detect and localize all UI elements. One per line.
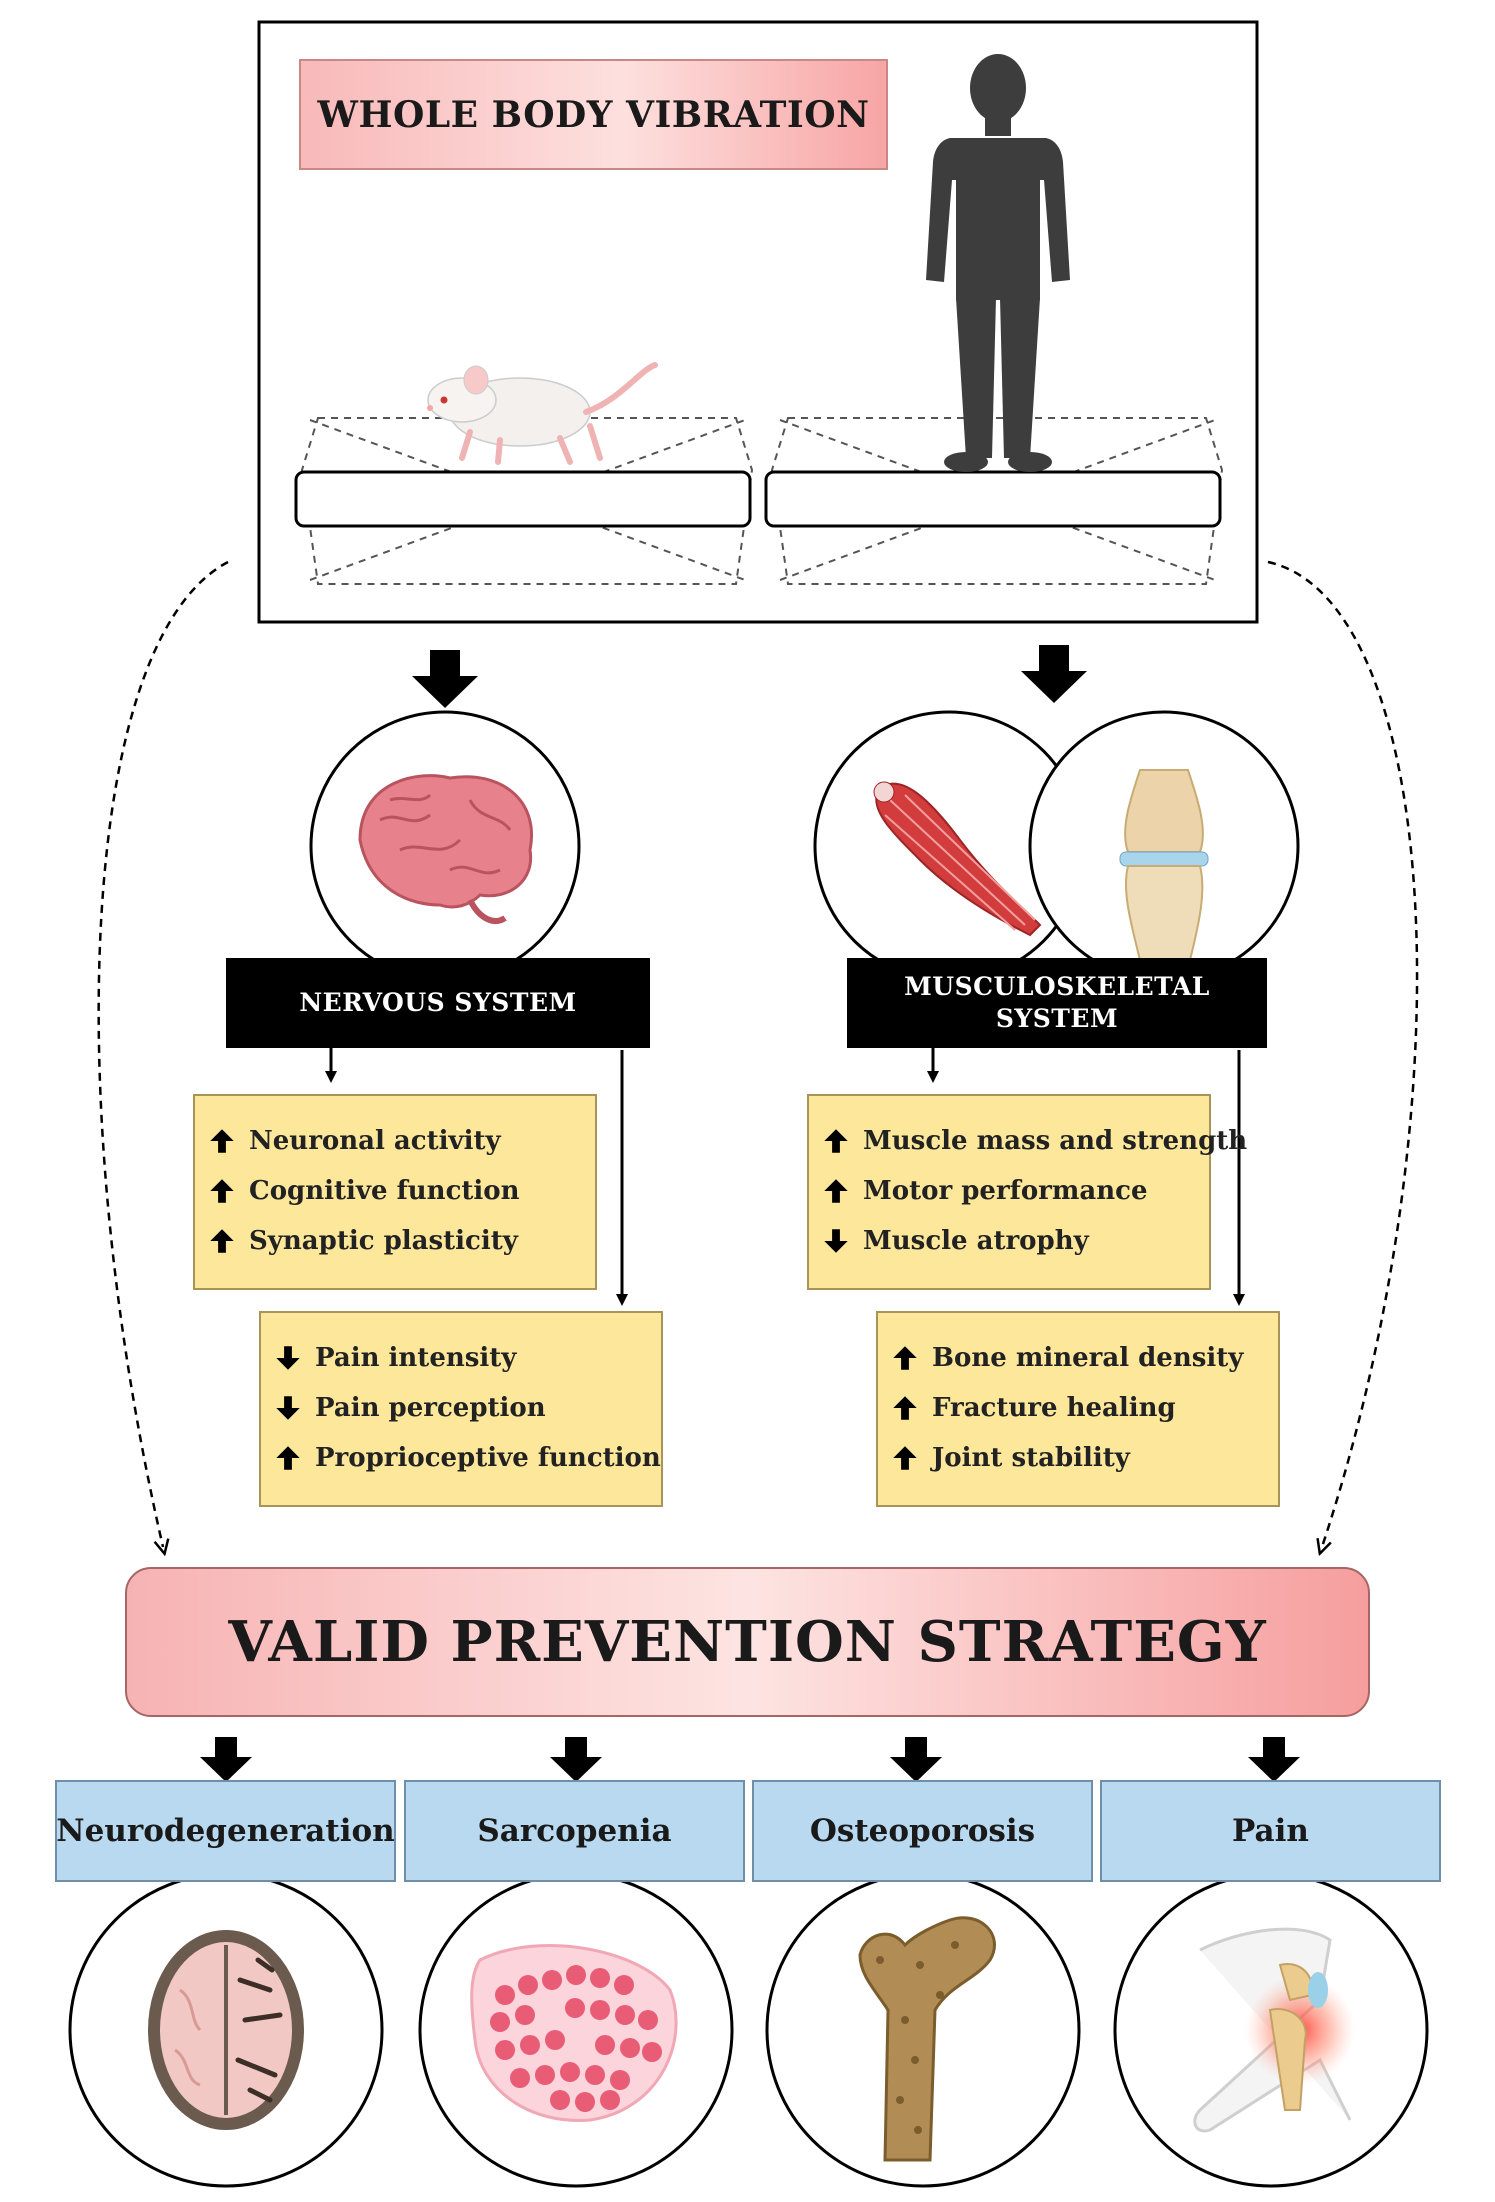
effect-item-text: Fracture healing [932, 1393, 1176, 1423]
musculoskeletal-system-label: MUSCULOSKELETAL SYSTEM [847, 958, 1267, 1048]
effect-item: Muscle mass and strength [823, 1116, 1247, 1166]
effect-item-text: Synaptic plasticity [249, 1226, 518, 1256]
effect-item-text: Neuronal activity [249, 1126, 501, 1156]
musculoskeletal-label-line1: MUSCULOSKELETAL [904, 971, 1210, 1001]
nervous-system-label-text: NERVOUS SYSTEM [299, 987, 577, 1017]
knee-joint-icon [1119, 769, 1209, 961]
arrow-to-sarcopenia-icon [550, 1737, 602, 1782]
effect-item-text: Joint stability [932, 1443, 1130, 1473]
valid-prevention-strategy-banner: VALID PREVENTION STRATEGY [125, 1567, 1370, 1717]
effect-item-text: Proprioceptive function [315, 1443, 661, 1473]
femur-bone-icon [858, 1916, 996, 2162]
arrow-down-icon [823, 1228, 849, 1254]
condition-pain: Pain [1100, 1780, 1441, 1882]
arrow-up-icon [209, 1178, 235, 1204]
effect-item: Fracture healing [892, 1383, 1264, 1433]
effect-item-text: Cognitive function [249, 1176, 520, 1206]
human-silhouette-icon [926, 54, 1070, 472]
arrow-up-icon [275, 1445, 301, 1471]
effect-item: Joint stability [892, 1433, 1264, 1483]
condition-neurodegeneration: Neurodegeneration [55, 1780, 396, 1882]
effect-item: Cognitive function [209, 1166, 581, 1216]
effect-item: Motor performance [823, 1166, 1195, 1216]
effect-item-text: Bone mineral density [932, 1343, 1244, 1373]
effect-item: Synaptic plasticity [209, 1216, 581, 1266]
arrow-up-icon [892, 1395, 918, 1421]
effect-item-text: Muscle atrophy [863, 1226, 1089, 1256]
arrow-down-icon [275, 1345, 301, 1371]
big-arrow-left-icon [412, 650, 478, 708]
effect-item: Bone mineral density [892, 1333, 1264, 1383]
human-vibration-platform [764, 417, 1224, 585]
effect-item: Pain intensity [275, 1333, 647, 1383]
effect-item: Proprioceptive function [275, 1433, 661, 1483]
effect-item: Neuronal activity [209, 1116, 581, 1166]
dashed-arrow-right [1267, 560, 1419, 1547]
whole-body-vibration-title: WHOLE BODY VIBRATION [299, 59, 888, 170]
arrow-up-icon [823, 1178, 849, 1204]
condition-osteoporosis: Osteoporosis [752, 1780, 1093, 1882]
arrow-up-icon [892, 1445, 918, 1471]
arrow-up-icon [823, 1128, 849, 1154]
arrow-to-pain-icon [1248, 1737, 1300, 1782]
arrow-up-icon [209, 1228, 235, 1254]
muscle-icon [873, 781, 1042, 937]
dashed-arrow-left [97, 560, 229, 1547]
arrow-up-icon [892, 1345, 918, 1371]
effect-item-text: Motor performance [863, 1176, 1148, 1206]
arrow-to-osteoporosis-icon [890, 1737, 942, 1782]
rat-vibration-platform [294, 417, 754, 585]
effect-item-text: Pain intensity [315, 1343, 517, 1373]
effect-item: Muscle atrophy [823, 1216, 1195, 1266]
nervous-system-label: NERVOUS SYSTEM [226, 958, 650, 1048]
muscle-tissue-icon [470, 1944, 678, 2122]
effect-item-text: Muscle mass and strength [863, 1126, 1248, 1156]
painful-knee-icon [1193, 1927, 1355, 2133]
effect-item: Pain perception [275, 1383, 647, 1433]
musculoskeletal-label-line2: SYSTEM [995, 1004, 1119, 1033]
big-arrow-right-icon [1021, 645, 1087, 703]
brain-scan-icon [148, 1930, 304, 2130]
brain-icon [358, 774, 533, 924]
arrow-down-icon [275, 1395, 301, 1421]
arrow-up-icon [209, 1128, 235, 1154]
effect-item-text: Pain perception [315, 1393, 546, 1423]
rat-icon [427, 362, 658, 465]
condition-sarcopenia: Sarcopenia [404, 1780, 745, 1882]
arrow-to-neurodegeneration-icon [200, 1737, 252, 1782]
